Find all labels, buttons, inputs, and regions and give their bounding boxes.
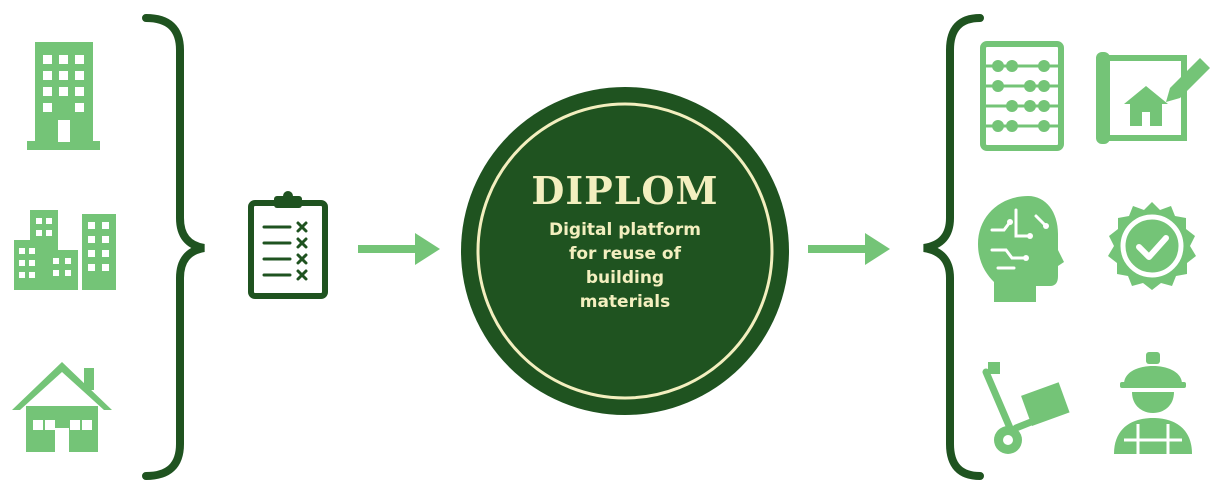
left-curly-brace <box>142 14 205 480</box>
diplom-platform-circle <box>461 87 789 415</box>
office-building-icon <box>27 42 100 150</box>
blueprint-house-icon <box>1096 52 1210 144</box>
house-icon <box>12 362 112 452</box>
hand-truck-icon <box>982 362 1070 454</box>
city-buildings-icon <box>14 210 116 290</box>
brain-head-icon <box>978 196 1064 302</box>
quality-badge-icon <box>1108 202 1196 290</box>
platform-subtitle: Digital platform for reuse of building m… <box>548 220 702 312</box>
abacus-icon <box>980 41 1064 151</box>
arrow-right-icon <box>808 233 890 265</box>
right-curly-brace <box>923 14 984 480</box>
platform-title: DIPLOM <box>531 168 719 213</box>
clipboard-checklist-icon <box>248 191 328 299</box>
construction-worker-icon <box>1114 352 1192 454</box>
platform-label: DIPLOM Digital platform for reuse of bui… <box>505 168 745 314</box>
arrow-right-icon <box>358 233 440 265</box>
